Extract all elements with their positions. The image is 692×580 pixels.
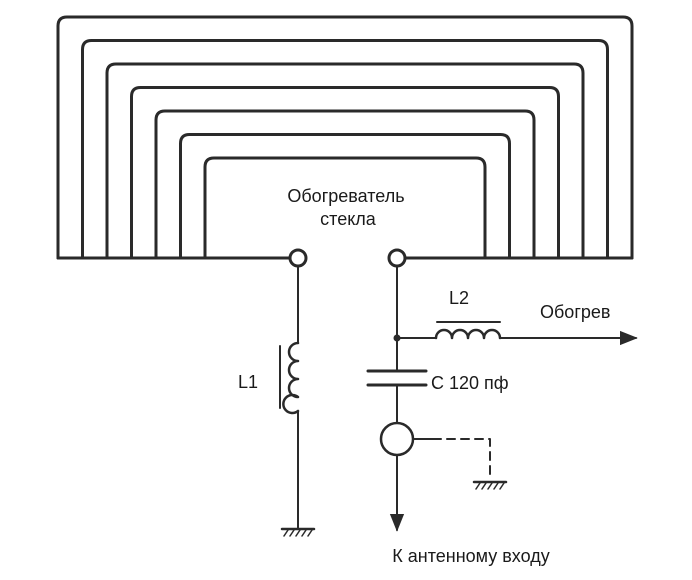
l2-label: L2 <box>449 288 469 308</box>
ground-left <box>280 527 316 537</box>
l1-inductor <box>282 341 300 415</box>
heater-loop <box>179 133 511 260</box>
heater-loop <box>105 62 585 260</box>
shield-ground-dashed <box>446 438 491 481</box>
heater-loop <box>203 156 487 260</box>
l1-label: L1 <box>238 372 258 392</box>
heater-loop <box>130 86 560 260</box>
heater-label-line2: стекла <box>320 209 377 229</box>
heating-output-label: Обогрев <box>540 302 610 322</box>
heater-label-line1: Обогреватель <box>287 186 404 206</box>
ground-right <box>472 480 508 490</box>
capacitor-label: C 120 пф <box>431 373 509 393</box>
terminal-left <box>288 248 308 268</box>
heater-loop <box>81 39 609 260</box>
antenna-input-label: К антенному входу <box>392 546 549 566</box>
coax-connector <box>379 421 415 457</box>
heater-grid <box>56 15 634 260</box>
terminal-right <box>387 248 407 268</box>
heater-loop <box>154 109 536 260</box>
heater-loop <box>56 15 634 260</box>
l2-inductor <box>434 328 502 340</box>
